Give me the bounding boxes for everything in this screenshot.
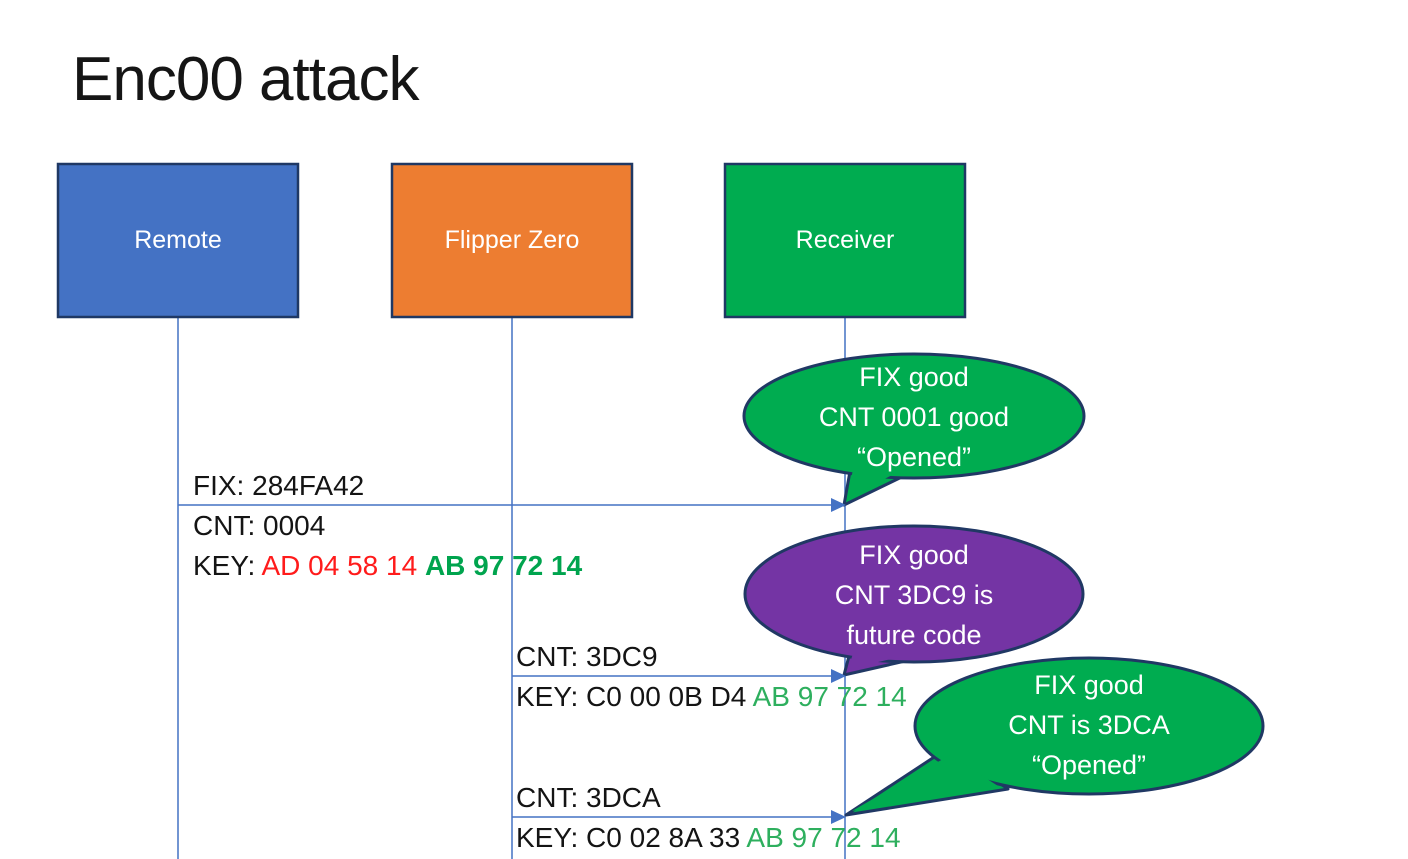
message-remote-to-receiver: FIX: 284FA42 CNT: 0004 KEY: AD 04 58 14 … [193,466,582,586]
callout-line: future code [846,620,982,650]
key-fixed-bytes: AB 97 72 14 [746,822,901,853]
arrow-flipper-to-receiver-2 [512,810,846,824]
callout-line: CNT is 3DCA [1008,710,1170,740]
actor-box-remote [56,162,300,319]
callout-text-opened-1: FIX good CNT 0001 good “Opened” [754,357,1074,477]
arrow-remote-to-receiver [178,498,846,512]
message-fix-line: FIX: 284FA42 [193,470,365,501]
callout-line: “Opened” [1031,750,1147,780]
key-hopping-bytes: C0 02 8A 33 [586,822,747,853]
callout-bubble-opened-2 [844,656,1265,817]
message-cnt-line: CNT: 3DC9 [516,641,658,672]
message-cnt-line: CNT: 3DCA [516,782,661,813]
message-key-line: KEY: C0 02 8A 33 AB 97 72 14 [516,818,901,858]
key-fixed-bytes: AB 97 72 14 [424,550,583,581]
actor-label-flipper: Flipper Zero [444,226,580,254]
actor-box-receiver [723,162,967,319]
callout-text-future-code: FIX good CNT 3DC9 is future code [754,535,1074,655]
key-fixed-bytes: AB 97 72 14 [752,681,907,712]
key-hopping-bytes: AD 04 58 14 [261,550,425,581]
callout-line: FIX good [859,540,969,570]
callout-line: CNT 3DC9 is [834,580,994,610]
actor-label-receiver: Receiver [795,226,895,254]
callout-text-opened-2: FIX good CNT is 3DCA “Opened” [929,665,1249,785]
message-flipper-to-receiver-1: CNT: 3DC9 KEY: C0 00 0B D4 AB 97 72 14 [516,637,907,717]
message-key-line: KEY: C0 00 0B D4 AB 97 72 14 [516,677,907,717]
message-cnt-line: CNT: 0004 [193,510,326,541]
arrow-flipper-to-receiver-1 [512,669,846,683]
key-hopping-bytes: C0 00 0B D4 [586,681,753,712]
message-flipper-to-receiver-2: CNT: 3DCA KEY: C0 02 8A 33 AB 97 72 14 [516,778,901,858]
message-key-line: KEY: AD 04 58 14 AB 97 72 14 [193,546,582,586]
page-title: Enc00 attack [72,44,419,114]
key-label: KEY: [516,681,587,712]
callout-line: FIX good [859,362,969,392]
callout-bubble-future-code [743,524,1085,677]
key-label: KEY: [516,822,587,853]
actor-box-flipper [390,162,634,319]
actor-label-remote: Remote [134,226,222,254]
callout-line: FIX good [1034,670,1144,700]
key-label: KEY: [193,550,262,581]
callout-line: CNT 0001 good [818,402,1010,432]
callout-bubble-opened-1 [742,352,1086,507]
callout-line: “Opened” [856,442,972,472]
